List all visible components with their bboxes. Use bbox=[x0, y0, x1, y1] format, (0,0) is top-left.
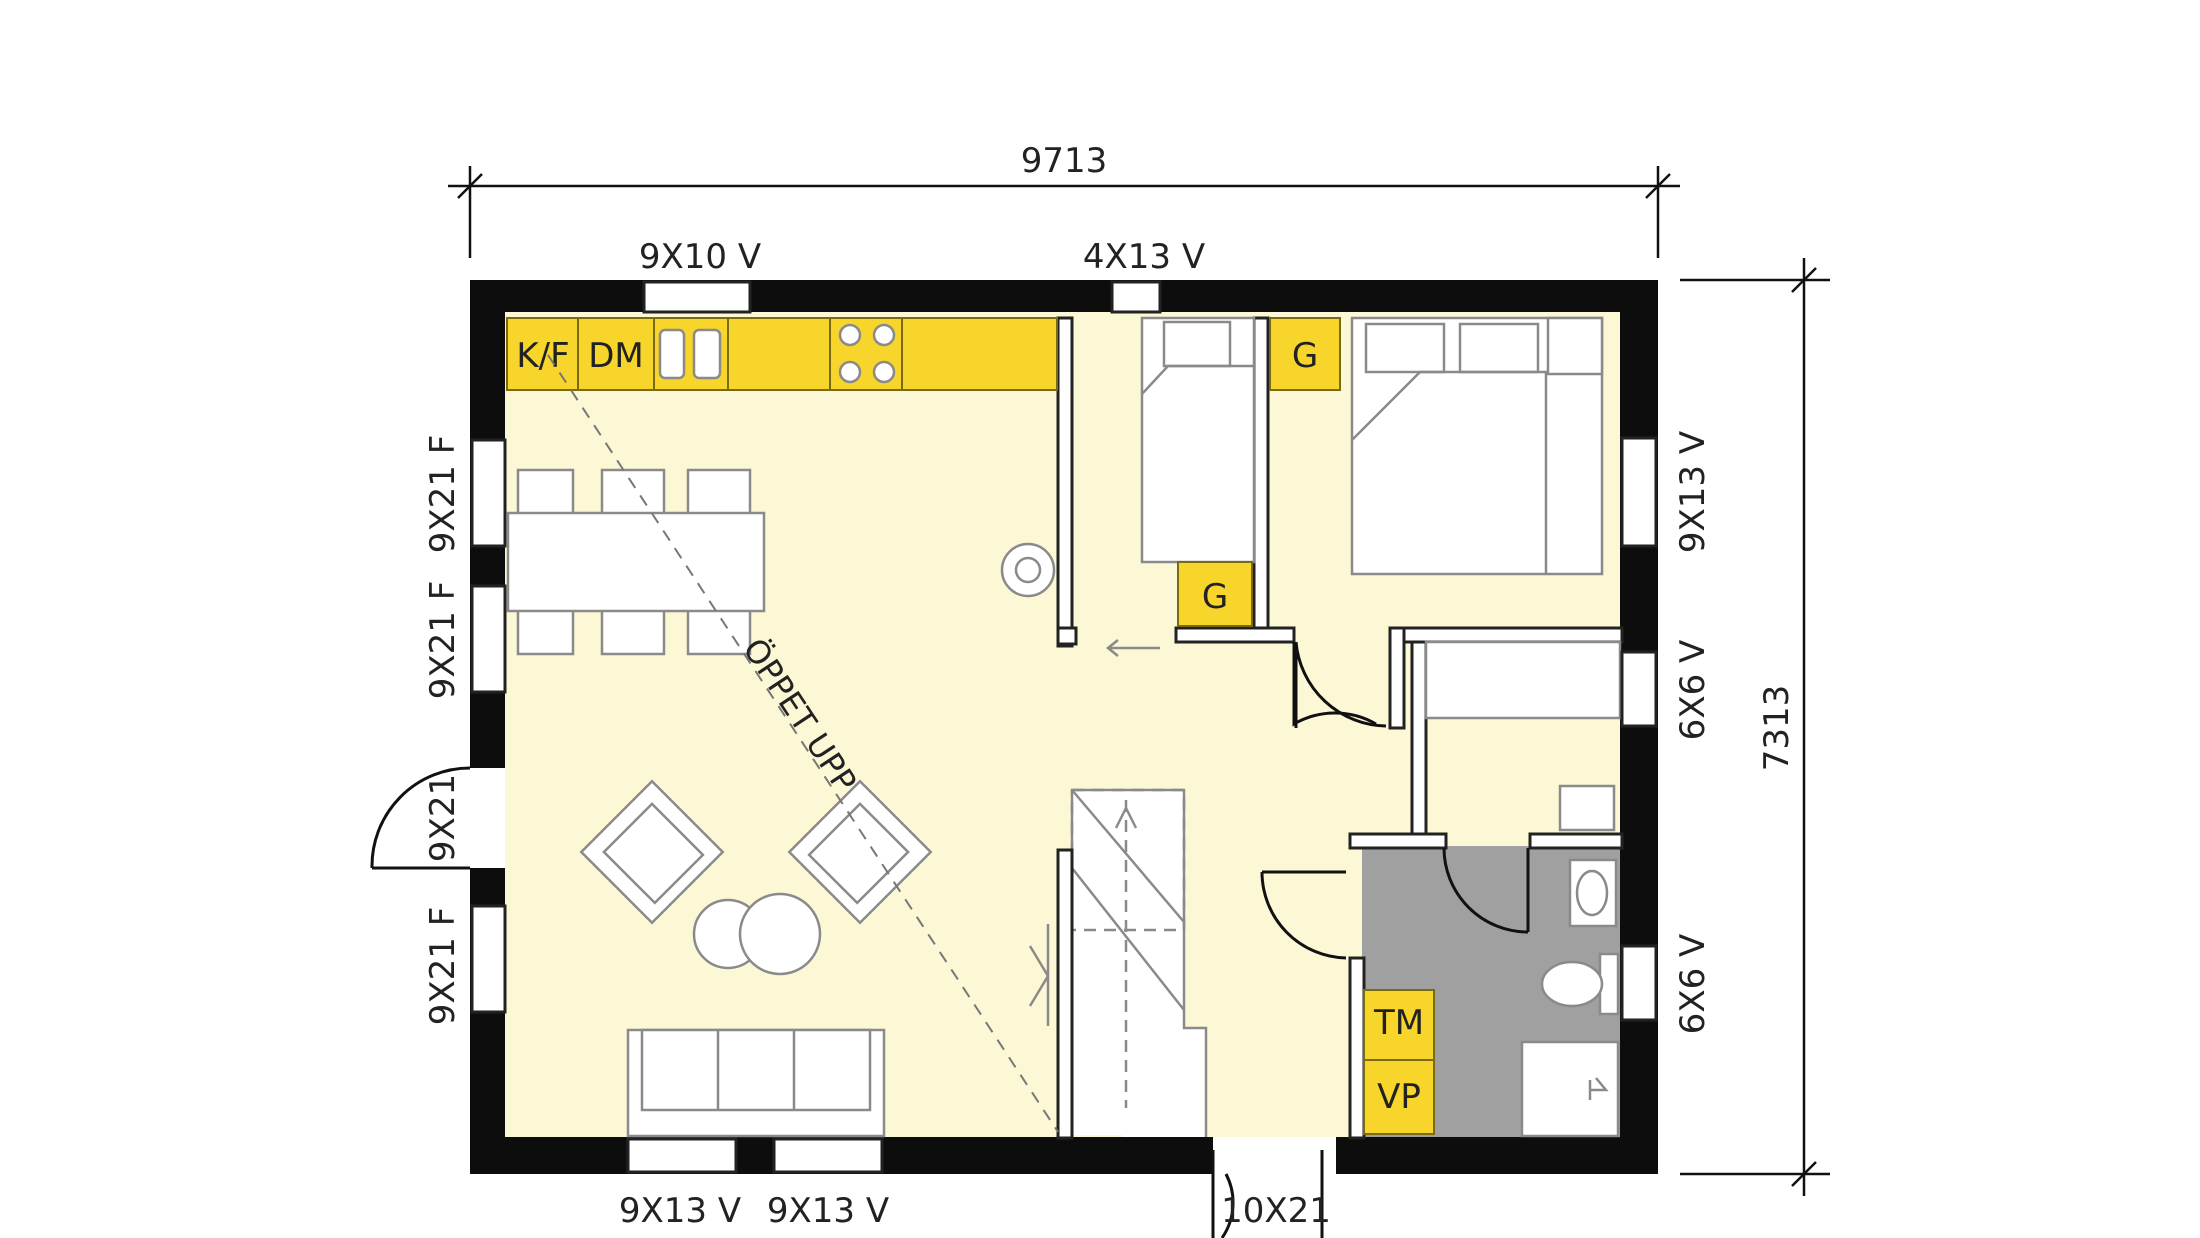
window-label-right-2: 6X6 V bbox=[1673, 640, 1713, 741]
window-left-2 bbox=[470, 584, 507, 694]
dining-table bbox=[506, 468, 766, 656]
armchair-right bbox=[787, 779, 933, 925]
height-dimension-label: 7313 bbox=[1757, 685, 1797, 772]
dishwasher-label: DM bbox=[588, 336, 644, 376]
wardrobe-small-bedroom bbox=[1177, 561, 1253, 627]
stove-icon bbox=[838, 323, 896, 384]
window-label-bottom-2: 9X13 V bbox=[767, 1191, 889, 1231]
doors bbox=[370, 639, 1530, 1238]
entry-shelf bbox=[1028, 924, 1050, 1026]
window-label-left-2: 9X21 F bbox=[423, 581, 463, 700]
left-door-opening bbox=[470, 768, 505, 868]
window-left-1 bbox=[470, 438, 507, 548]
dimension-height bbox=[1680, 258, 1830, 1196]
washer-cabinet bbox=[1363, 989, 1435, 1061]
window-left-3 bbox=[470, 904, 507, 1014]
armchair-left bbox=[579, 779, 725, 925]
water-heater-cabinet bbox=[1363, 1059, 1435, 1135]
single-bed bbox=[1140, 316, 1256, 564]
bedside-table bbox=[1546, 316, 1604, 376]
window-label-bottom-1: 9X13 V bbox=[619, 1191, 741, 1231]
window-right-3 bbox=[1620, 944, 1658, 1022]
wardrobe-small-label: G bbox=[1202, 577, 1228, 617]
dimension-width bbox=[448, 166, 1680, 258]
window-label-left-door: 9X21 bbox=[423, 774, 463, 862]
window-label-left-3: 9X21 F bbox=[423, 907, 463, 1026]
window-label-top-left: 9X10 V bbox=[639, 237, 761, 277]
window-label-top-middle: 4X13 V bbox=[1083, 237, 1205, 277]
open-to-above-line bbox=[547, 354, 1059, 1133]
windows bbox=[470, 280, 1658, 1174]
kitchen-counter: K/F DM bbox=[506, 317, 1058, 391]
window-label-right-1: 9X13 V bbox=[1673, 431, 1713, 553]
window-right-2 bbox=[1620, 650, 1658, 728]
wardrobe-large-label: G bbox=[1292, 336, 1318, 376]
water-heater-label: VP bbox=[1377, 1077, 1421, 1117]
window-bottom-2 bbox=[772, 1137, 884, 1174]
window-top-left bbox=[642, 280, 752, 314]
round-table-icon bbox=[1000, 542, 1056, 598]
window-top-middle bbox=[1110, 280, 1162, 314]
sink-icon bbox=[658, 328, 722, 380]
coffee-tables bbox=[692, 892, 822, 976]
window-label-right-3: 6X6 V bbox=[1673, 934, 1713, 1035]
wardrobe-large-bedroom bbox=[1269, 317, 1341, 391]
width-dimension-label: 9713 bbox=[1021, 141, 1108, 181]
window-bottom-1 bbox=[626, 1137, 738, 1174]
window-right-1 bbox=[1620, 436, 1658, 548]
bathroom-fixtures bbox=[1520, 858, 1620, 1138]
fridge-freezer-label: K/F bbox=[516, 336, 569, 376]
washer-label: TM bbox=[1373, 1003, 1424, 1043]
sofa bbox=[626, 1028, 886, 1138]
window-label-left-1: 9X21 F bbox=[423, 435, 463, 554]
entrance-door-label: 10X21 bbox=[1221, 1191, 1331, 1231]
closet-shelves bbox=[1424, 640, 1622, 832]
